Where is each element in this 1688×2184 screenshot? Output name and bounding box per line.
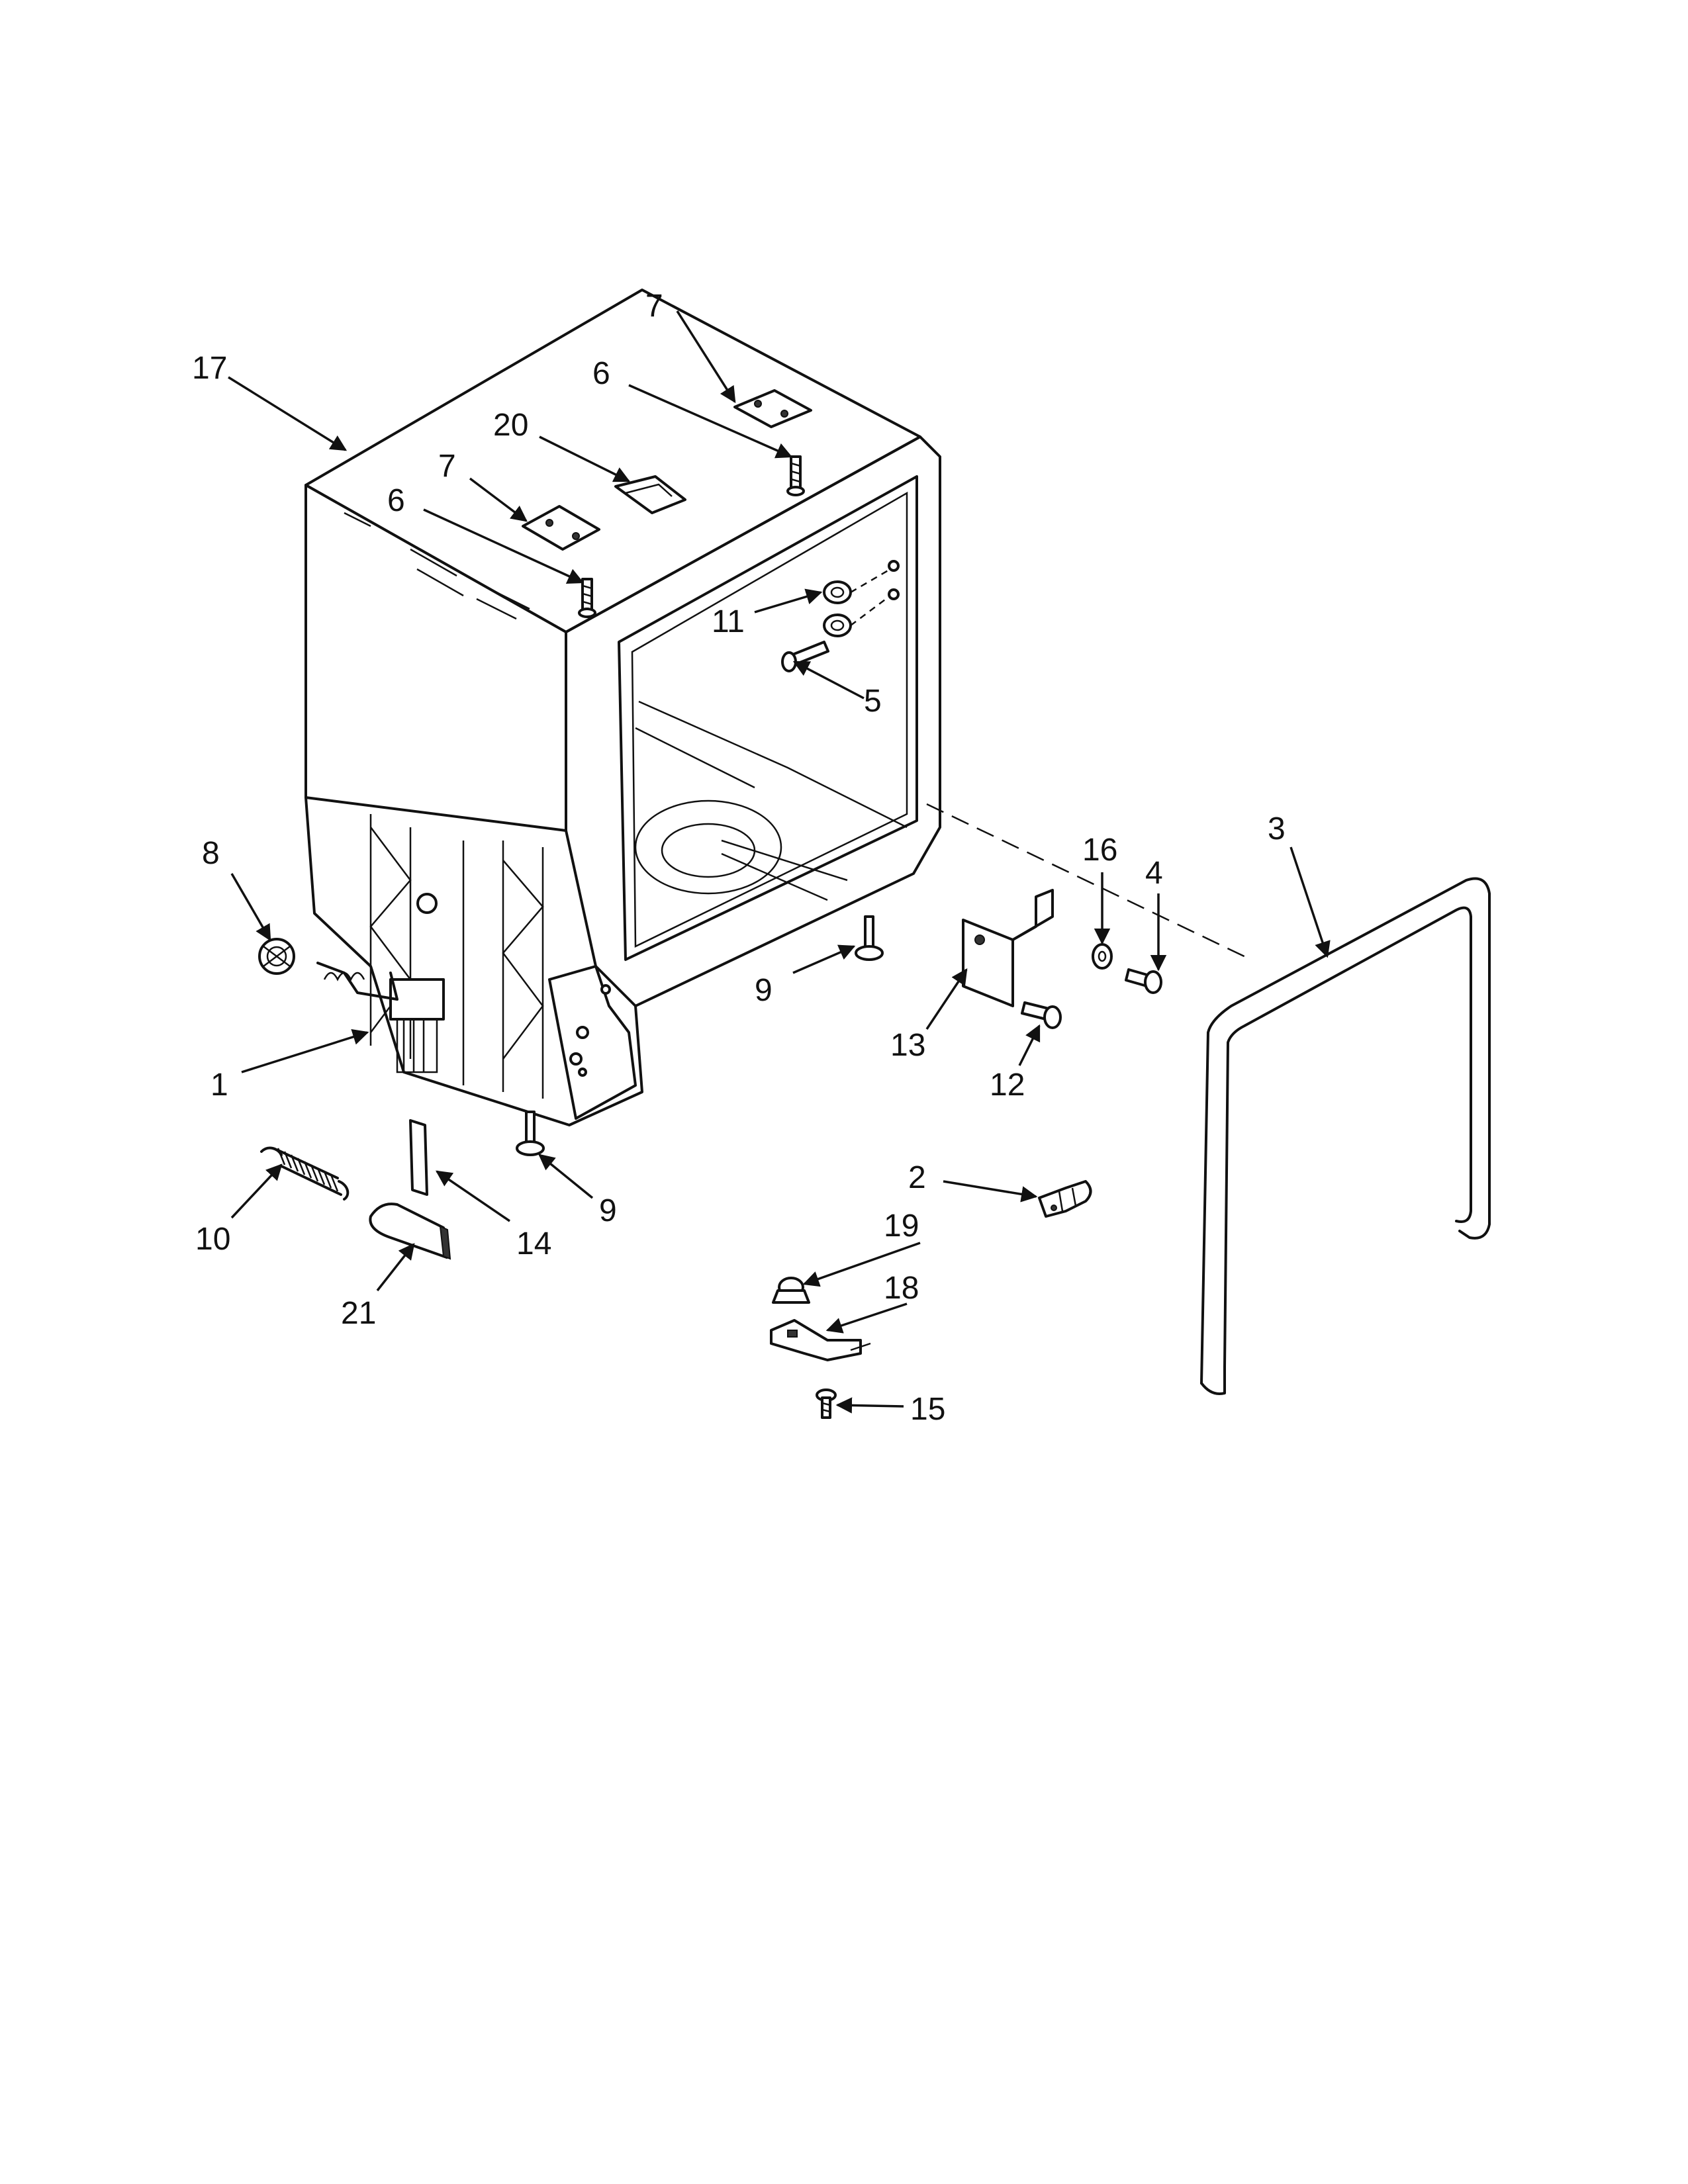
callout-16: 16 (1082, 833, 1117, 868)
callout-19: 19 (884, 1208, 919, 1244)
callout-6: 6 (592, 356, 610, 391)
callout-9: 9 (755, 973, 773, 1008)
leader-lines (228, 310, 1331, 1414)
callout-18: 18 (884, 1271, 919, 1306)
door-spring (260, 1146, 350, 1201)
callout-8: 8 (202, 836, 220, 871)
callout-20: 20 (493, 408, 528, 443)
callout-14: 14 (516, 1226, 551, 1261)
mounting-bracket (962, 889, 1054, 1007)
callout-3: 3 (1268, 811, 1286, 846)
callout-7: 7 (438, 449, 456, 484)
rack-rollers (823, 560, 900, 637)
screw-top (786, 455, 805, 496)
switch-screw (816, 1388, 837, 1419)
door-switch (772, 1277, 810, 1304)
callout-10: 10 (195, 1222, 230, 1257)
leveling-leg-left (516, 1111, 545, 1156)
tub-assembly (305, 289, 941, 1126)
hinge-bracket-top (733, 389, 812, 428)
screw-left (578, 578, 596, 618)
callout-1: 1 (211, 1068, 228, 1103)
washer (1092, 943, 1113, 970)
switch-bracket (770, 1319, 871, 1361)
insulation-pad (409, 1119, 428, 1196)
callout-12: 12 (990, 1068, 1025, 1103)
callout-9: 9 (599, 1193, 617, 1228)
callout-labels: 17 7 6 20 7 6 11 5 8 16 4 3 9 13 12 1 9 … (192, 289, 1286, 1427)
callout-15: 15 (910, 1392, 945, 1427)
door-gasket (1200, 877, 1491, 1395)
callout-17: 17 (192, 351, 227, 386)
callout-13: 13 (890, 1028, 925, 1063)
insulation-clip (614, 475, 686, 514)
callout-21: 21 (341, 1296, 376, 1331)
hinge-bracket-left (522, 505, 600, 551)
callout-7: 7 (645, 289, 663, 324)
mounting-screw (1125, 968, 1162, 994)
callout-2: 2 (908, 1160, 926, 1195)
callout-4: 4 (1145, 856, 1163, 891)
bracket-screw (1021, 1001, 1062, 1029)
leveling-leg-right (855, 915, 884, 961)
trim-cover (369, 1203, 451, 1260)
callout-6: 6 (387, 483, 405, 518)
callout-11: 11 (712, 604, 745, 639)
door-clip (1038, 1180, 1092, 1218)
nut (258, 938, 295, 975)
callout-5: 5 (864, 684, 882, 719)
